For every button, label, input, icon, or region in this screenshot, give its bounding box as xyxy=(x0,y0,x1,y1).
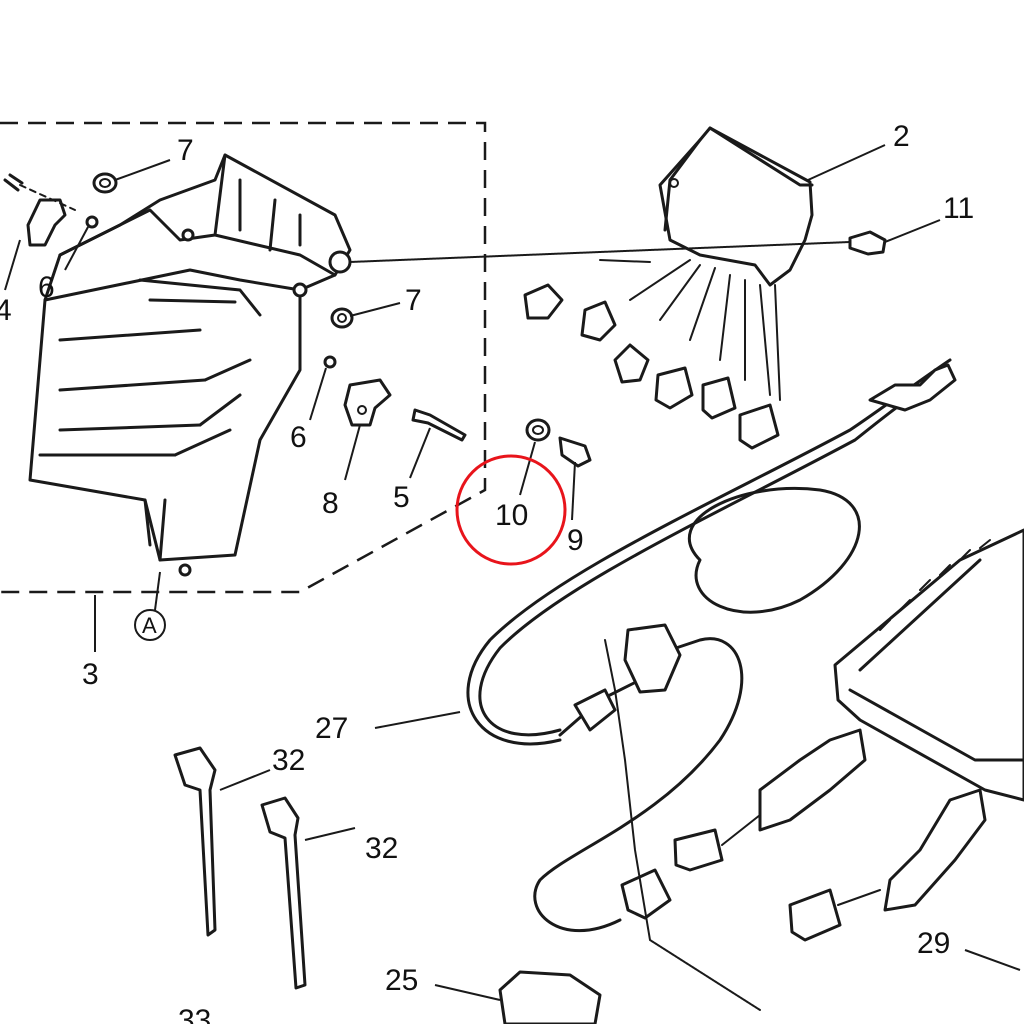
bracket-cover-part[interactable] xyxy=(28,153,352,577)
callout-3: 3 xyxy=(82,658,99,691)
callout-32-a: 32 xyxy=(272,744,305,777)
clip-part-8[interactable] xyxy=(343,378,392,427)
callout-4: 4 xyxy=(0,294,12,327)
callout-6-mid: 6 xyxy=(290,421,307,454)
callout-32-b: 32 xyxy=(365,832,398,865)
part-25[interactable] xyxy=(498,970,602,1024)
highlight-circle xyxy=(455,454,567,566)
callout-29: 29 xyxy=(917,927,950,960)
callout-27: 27 xyxy=(315,712,348,745)
callout-11: 11 xyxy=(943,192,974,225)
washer-part-6-mid[interactable] xyxy=(323,355,337,369)
callout-25: 25 xyxy=(385,964,418,997)
grommet-part-7-top[interactable] xyxy=(92,172,118,194)
cable-tie-part-32-a[interactable] xyxy=(173,746,217,937)
bolt-part-11[interactable] xyxy=(349,230,887,263)
screw-part-5[interactable] xyxy=(411,408,467,442)
callout-9: 9 xyxy=(567,524,584,557)
callout-8: 8 xyxy=(322,487,339,520)
callout-2: 2 xyxy=(893,120,910,153)
leader-lines xyxy=(4,144,1021,1001)
box-part-29[interactable] xyxy=(673,528,1024,942)
assembly-boundary xyxy=(0,121,487,594)
cable-part-27[interactable] xyxy=(466,358,957,1011)
regulator-part-2[interactable] xyxy=(523,126,814,450)
callout-7-mid: 7 xyxy=(405,284,422,317)
grommet-part-7-mid[interactable] xyxy=(330,307,354,329)
clip-part-4[interactable] xyxy=(3,173,76,247)
cable-tie-part-32-b[interactable] xyxy=(260,796,307,990)
callout-33: 33 xyxy=(178,1004,211,1024)
washer-part-6-left[interactable] xyxy=(85,215,99,229)
callout-5: 5 xyxy=(393,481,410,514)
callout-10: 10 xyxy=(495,499,528,532)
reference-marker-a: A xyxy=(134,609,166,641)
reference-a-label: A xyxy=(142,613,157,638)
washer-part-10[interactable] xyxy=(525,418,551,442)
bolt-part-9[interactable] xyxy=(558,436,592,468)
callout-labels: 2 11 7 7 6 6 4 8 5 10 9 3 27 32 32 29 25… xyxy=(0,120,974,1024)
callout-7-top: 7 xyxy=(177,134,194,167)
callout-6-left: 6 xyxy=(38,271,55,304)
